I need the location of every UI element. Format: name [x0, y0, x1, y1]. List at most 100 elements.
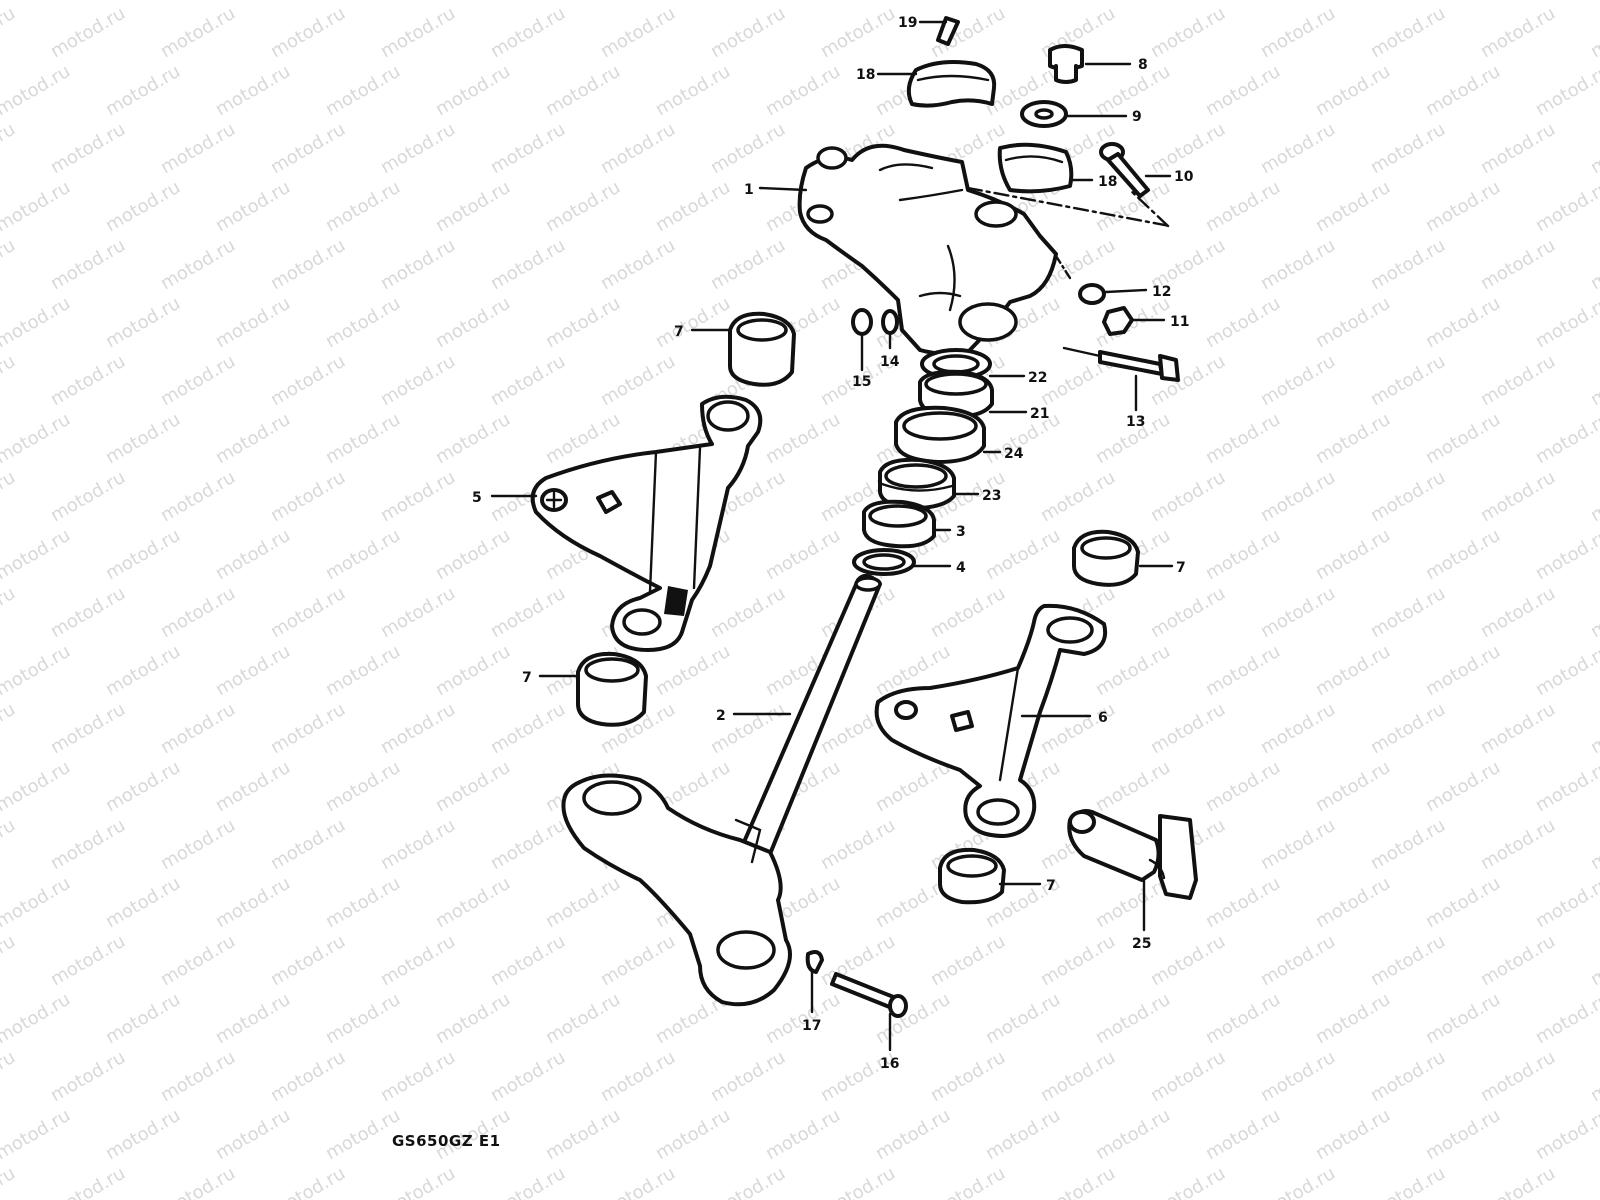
callout-3: 3: [956, 524, 966, 540]
watermark-text: motod.ru: [0, 1163, 19, 1200]
watermark-text: motod.ru: [1587, 3, 1600, 62]
watermark-text: motod.ru: [0, 61, 74, 120]
watermark-text: motod.ru: [102, 989, 184, 1048]
watermark-text: motod.ru: [432, 641, 514, 700]
watermark-text: motod.ru: [762, 61, 844, 120]
watermark-text: motod.ru: [1202, 989, 1284, 1048]
callout-11: 11: [1170, 314, 1189, 330]
part-7-grommet-upper-left: [728, 311, 796, 387]
watermark-text: motod.ru: [212, 61, 294, 120]
watermark-text: motod.ru: [1532, 641, 1600, 700]
part-19-pin: [936, 16, 960, 46]
watermark-text: motod.ru: [102, 61, 184, 120]
watermark-text: motod.ru: [157, 583, 239, 642]
watermark-text: motod.ru: [542, 61, 624, 120]
watermark-text: motod.ru: [1202, 293, 1284, 352]
callout-14: 14: [880, 354, 900, 370]
watermark-text: motod.ru: [982, 1105, 1064, 1164]
watermark-text: motod.ru: [0, 525, 74, 584]
callout-8: 8: [1138, 57, 1148, 73]
watermark-text: motod.ru: [102, 525, 184, 584]
watermark-text: motod.ru: [212, 409, 294, 468]
watermark-text: motod.ru: [157, 3, 239, 62]
watermark-text: motod.ru: [0, 351, 19, 410]
watermark-text: motod.ru: [0, 1105, 74, 1164]
watermark-text: motod.ru: [102, 757, 184, 816]
watermark-text: motod.ru: [157, 1163, 239, 1200]
watermark-text: motod.ru: [1367, 467, 1449, 526]
watermark-text: motod.ru: [1202, 873, 1284, 932]
watermark-text: motod.ru: [1587, 351, 1600, 410]
part-17-clip: [805, 950, 824, 974]
watermark-text: motod.ru: [432, 873, 514, 932]
watermark-text: motod.ru: [487, 583, 569, 642]
watermark-text: motod.ru: [927, 1047, 1009, 1106]
watermark-text: motod.ru: [1532, 409, 1600, 468]
callout-6: 6: [1098, 710, 1108, 726]
callout-7-upper-left: 7: [674, 324, 684, 340]
callout-21: 21: [1030, 406, 1049, 422]
watermark-text: motod.ru: [1367, 3, 1449, 62]
watermark-text: motod.ru: [1257, 119, 1339, 178]
watermark-text: motod.ru: [212, 293, 294, 352]
callout-15: 15: [852, 374, 871, 390]
watermark-text: motod.ru: [1367, 119, 1449, 178]
watermark-text: motod.ru: [1147, 3, 1229, 62]
watermark-text: motod.ru: [47, 931, 129, 990]
watermark-text: motod.ru: [762, 0, 844, 4]
watermark-text: motod.ru: [377, 467, 459, 526]
watermark-text: motod.ru: [707, 235, 789, 294]
watermark-text: motod.ru: [1367, 815, 1449, 874]
watermark-text: motod.ru: [1367, 1163, 1449, 1200]
watermark-text: motod.ru: [1532, 757, 1600, 816]
watermark-text: motod.ru: [542, 177, 624, 236]
watermark-text: motod.ru: [1367, 1047, 1449, 1106]
watermark-text: motod.ru: [377, 351, 459, 410]
watermark-text: motod.ru: [267, 1047, 349, 1106]
watermark-text: motod.ru: [597, 931, 679, 990]
watermark-text: motod.ru: [212, 1105, 294, 1164]
callout-16: 16: [880, 1056, 899, 1072]
part-2-steering-stem: [561, 573, 882, 1007]
watermark-text: motod.ru: [377, 235, 459, 294]
watermark-text: motod.ru: [267, 351, 349, 410]
watermark-text: motod.ru: [1257, 351, 1339, 410]
watermark-text: motod.ru: [1422, 641, 1504, 700]
watermark-text: motod.ru: [322, 525, 404, 584]
watermark-text: motod.ru: [0, 293, 74, 352]
watermark-text: motod.ru: [1202, 525, 1284, 584]
watermark-text: motod.ru: [432, 0, 514, 4]
watermark-text: motod.ru: [1312, 873, 1394, 932]
watermark-text: motod.ru: [1147, 931, 1229, 990]
watermark-text: motod.ru: [432, 177, 514, 236]
watermark-text: motod.ru: [212, 989, 294, 1048]
watermark-text: motod.ru: [377, 1047, 459, 1106]
watermark-text: motod.ru: [1092, 757, 1174, 816]
watermark-text: motod.ru: [542, 0, 624, 4]
watermark-text: motod.ru: [872, 1105, 954, 1164]
watermark-text: motod.ru: [1587, 1047, 1600, 1106]
callout-22: 22: [1028, 370, 1047, 386]
watermark-text: motod.ru: [1422, 61, 1504, 120]
watermark-text: motod.ru: [487, 1047, 569, 1106]
watermark-text: motod.ru: [267, 815, 349, 874]
callout-25: 25: [1132, 936, 1151, 952]
watermark-text: motod.ru: [322, 873, 404, 932]
part-9-washer: [1020, 100, 1068, 128]
watermark-text: motod.ru: [0, 873, 74, 932]
watermark-text: motod.ru: [212, 177, 294, 236]
watermark-text: motod.ru: [817, 3, 899, 62]
part-18-handlebar-clamp-lower: [997, 142, 1074, 194]
watermark-text: motod.ru: [1587, 467, 1600, 526]
watermark-text: motod.ru: [267, 119, 349, 178]
watermark-text: motod.ru: [1477, 583, 1559, 642]
watermark-text: motod.ru: [652, 177, 734, 236]
watermark-text: motod.ru: [1587, 119, 1600, 178]
callout-24: 24: [1004, 446, 1024, 462]
part-7-grommet-right-upper: [1072, 529, 1140, 587]
watermark-text: motod.ru: [1312, 409, 1394, 468]
watermark-text: motod.ru: [1202, 641, 1284, 700]
watermark-text: motod.ru: [47, 1163, 129, 1200]
watermark-text: motod.ru: [1312, 757, 1394, 816]
part-14-washer: [881, 309, 899, 335]
